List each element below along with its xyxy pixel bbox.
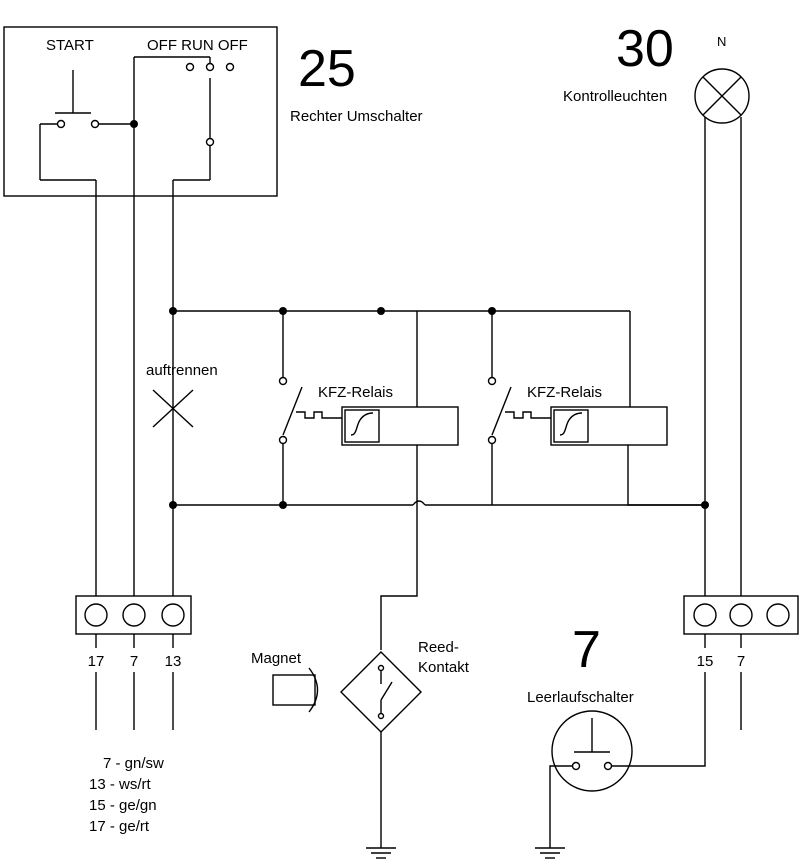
pin-label: 7 <box>130 653 138 670</box>
off-run-off-switch <box>133 56 235 596</box>
start-label: START <box>46 37 94 54</box>
off-run-off-label: OFF RUN OFF <box>147 37 248 54</box>
indicator-lamp: 30 N Kontrolleuchten <box>563 20 750 596</box>
magnet-icon <box>272 674 316 706</box>
reed-contact-diamond <box>340 651 422 733</box>
start-pushbutton <box>39 70 138 181</box>
idle-switch-title: Leerlaufschalter <box>527 689 634 706</box>
lamp-number: 30 <box>616 20 674 78</box>
magnet-label: Magnet <box>251 650 302 667</box>
lamp-title: Kontrolleuchten <box>563 88 667 105</box>
reed-label-line2: Kontakt <box>418 659 470 676</box>
left-wires <box>95 180 174 596</box>
relay-2: KFZ-Relais <box>487 311 705 506</box>
switch-number: 25 <box>298 40 356 98</box>
legend-item: 7 - gn/sw <box>103 755 164 772</box>
pin-label: 7 <box>737 653 745 670</box>
idle-switch-number: 7 <box>572 621 601 679</box>
switch-box-frame <box>3 26 278 197</box>
legend-item: 13 - ws/rt <box>89 776 152 793</box>
legend-item: 15 - ge/gn <box>89 797 157 814</box>
legend-item: 17 - ge/rt <box>89 818 150 835</box>
reed-contact: Magnet Reed- Kontakt <box>251 505 470 859</box>
relay-1-label: KFZ-Relais <box>318 384 393 401</box>
relay-2-label: KFZ-Relais <box>527 384 602 401</box>
connector-right: 15 7 <box>683 595 799 730</box>
relay-1: KFZ-Relais <box>278 311 459 505</box>
wire-crossover <box>412 500 426 506</box>
pin-label: 15 <box>697 653 714 670</box>
cut-label: auftrennen <box>146 362 218 379</box>
wire-legend: 7 - gn/sw 13 - ws/rt 15 - ge/gn 17 - ge/… <box>89 755 164 835</box>
pin-label: 17 <box>88 653 105 670</box>
pin-label: 13 <box>165 653 182 670</box>
relay-2-coil <box>550 406 668 446</box>
connector-left: 17 7 13 <box>75 595 192 730</box>
idle-switch: 7 Leerlaufschalter <box>527 621 706 859</box>
neutral-label: N <box>717 34 726 49</box>
cut-marker: auftrennen <box>146 362 218 428</box>
switch-title: Rechter Umschalter <box>290 108 423 125</box>
relay-1-coil <box>341 406 459 446</box>
reed-label-line1: Reed- <box>418 639 459 656</box>
switch-box: START OFF RUN OFF 25 Rech <box>3 26 423 596</box>
bus-lines <box>169 307 709 509</box>
